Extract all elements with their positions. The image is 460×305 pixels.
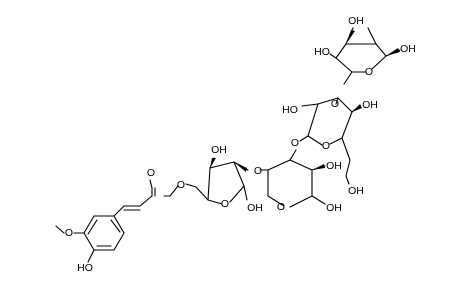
furanose-ring	[185, 157, 249, 205]
ester-carbonyl-o: O	[147, 167, 155, 179]
ara-oh-c3: OH	[326, 160, 342, 172]
glc-ch2oh: OH	[348, 185, 364, 197]
ester-o: O	[177, 179, 185, 191]
link-o-xyl-glc: O	[331, 98, 339, 110]
link-o-glc-ara: O	[291, 137, 299, 149]
fur-oh-c1: OH	[247, 202, 263, 214]
fur-ring-o: O	[221, 198, 229, 210]
xyl-top-ring-o: O	[365, 66, 373, 78]
xyl-top-oh-left: HO	[314, 46, 330, 58]
link-o-ara-fur: O	[254, 165, 262, 177]
ester-chain	[113, 179, 179, 217]
benzene-ring	[55, 215, 125, 263]
xyl-top-oh-right: OH	[400, 43, 416, 55]
glc-oh-c4: OH	[362, 99, 378, 111]
fur-oh-c3: OH	[211, 144, 227, 156]
phenol-oh: HO	[77, 262, 93, 274]
glc-ring-o: O	[322, 140, 330, 152]
xyl-top-oh-c3: OH	[348, 15, 364, 27]
ara-ring-o: O	[277, 201, 285, 213]
arabinose-ring	[259, 149, 326, 208]
stereo-wedges	[210, 30, 400, 172]
methoxy-o: O	[65, 227, 73, 239]
ara-oh-c4: OH	[326, 202, 342, 214]
glc-oh-c2: HO	[282, 104, 298, 116]
glucose-ring	[299, 97, 361, 185]
atom-labels: HO OH OH O O HO OH O OH O OH O OH O OH O…	[65, 15, 416, 274]
